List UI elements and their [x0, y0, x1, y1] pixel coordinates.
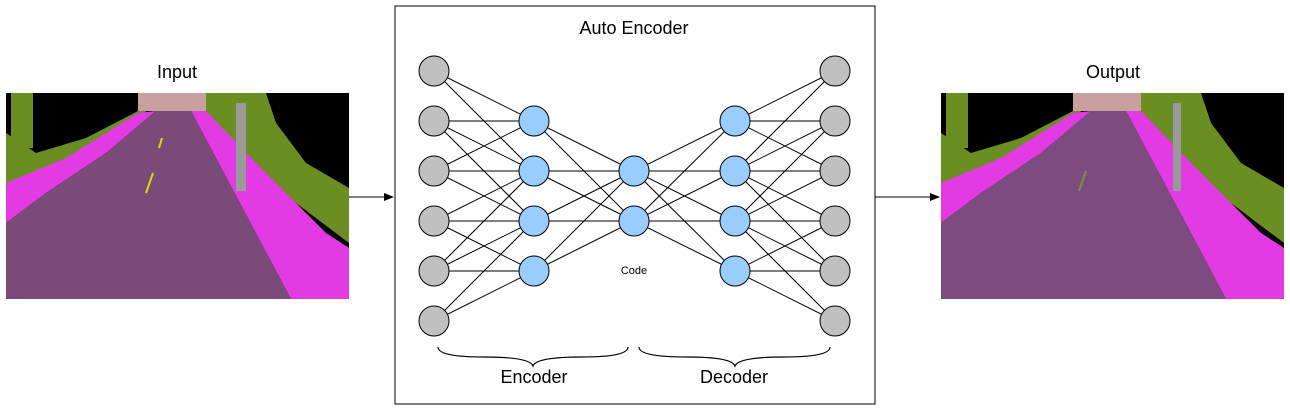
connection-line: [734, 220, 836, 322]
left-tree: [11, 93, 33, 148]
output-layer-node: [819, 155, 851, 187]
connection-line: [433, 120, 535, 172]
code-layer-node: [618, 155, 650, 187]
input-segmentation-image: [6, 93, 349, 299]
connection-line: [633, 170, 736, 272]
connection-line: [633, 170, 736, 222]
right-sidewalk: [191, 111, 349, 299]
code-label: Code: [620, 265, 648, 277]
input-layer-node: [418, 305, 450, 337]
autoencoder-box: [394, 5, 876, 405]
decoder-hidden-layer-node: [719, 155, 751, 187]
lane-marking: [145, 172, 154, 194]
left-vegetation: [941, 111, 1081, 185]
pole: [1173, 103, 1181, 191]
lane-marking: [1078, 170, 1087, 192]
left-vegetation: [6, 111, 146, 185]
input-label: Input: [156, 62, 198, 82]
connection-line: [433, 70, 535, 122]
encoder-hidden-layer-node: [518, 255, 550, 287]
output-layer-node: [819, 255, 851, 287]
input-layer-node: [418, 105, 450, 137]
decoder-hidden-layer-node: [719, 255, 751, 287]
connections: [433, 70, 836, 322]
decoder-brace: [638, 346, 831, 368]
encoder-hidden-layer-node: [518, 105, 550, 137]
output-scene-svg: [941, 93, 1284, 299]
connection-line: [433, 220, 535, 322]
input-layer-node: [418, 55, 450, 87]
building-region: [138, 93, 206, 111]
pole: [236, 103, 246, 191]
input-layer-node: [418, 155, 450, 187]
road-region: [941, 111, 1226, 299]
connection-line: [633, 120, 736, 172]
decoder-hidden-layer-node: [719, 105, 751, 137]
output-layer-node: [819, 305, 851, 337]
output-reconstructed-image: [941, 93, 1284, 299]
lane-marking-far: [158, 137, 163, 149]
input-layer-node: [418, 205, 450, 237]
left-sidewalk: [941, 111, 1091, 223]
connection-line: [433, 220, 535, 272]
encoder-label: Encoder: [500, 367, 568, 387]
connection-line: [734, 270, 836, 322]
connection-line: [533, 220, 635, 272]
road-region: [6, 111, 291, 299]
input-scene-svg: [6, 93, 349, 299]
left-tree: [946, 93, 968, 148]
connection-line: [734, 170, 836, 222]
connection-line: [734, 220, 836, 272]
right-sidewalk: [1126, 111, 1284, 299]
building-region: [1073, 93, 1141, 111]
encoder-brace: [437, 346, 629, 368]
code-layer-node: [618, 205, 650, 237]
connection-line: [734, 170, 836, 272]
autoencoder-title: Auto Encoder: [579, 18, 689, 38]
decoder-label: Decoder: [699, 367, 769, 387]
output-layer-node: [819, 105, 851, 137]
neurons: [418, 55, 851, 337]
connection-line: [734, 120, 836, 172]
decoder-hidden-layer-node: [719, 205, 751, 237]
connection-line: [533, 170, 635, 272]
encoder-hidden-layer-node: [518, 155, 550, 187]
output-layer-node: [819, 55, 851, 87]
left-sidewalk: [6, 111, 156, 223]
connection-line: [533, 170, 635, 222]
connection-line: [533, 120, 635, 172]
output-label: Output: [1085, 62, 1141, 82]
encoder-hidden-layer-node: [518, 205, 550, 237]
connection-line: [734, 70, 836, 122]
output-layer-node: [819, 205, 851, 237]
connection-line: [633, 220, 736, 272]
input-layer-node: [418, 255, 450, 287]
connection-line: [433, 170, 535, 222]
connection-line: [433, 170, 535, 272]
connection-line: [433, 270, 535, 322]
